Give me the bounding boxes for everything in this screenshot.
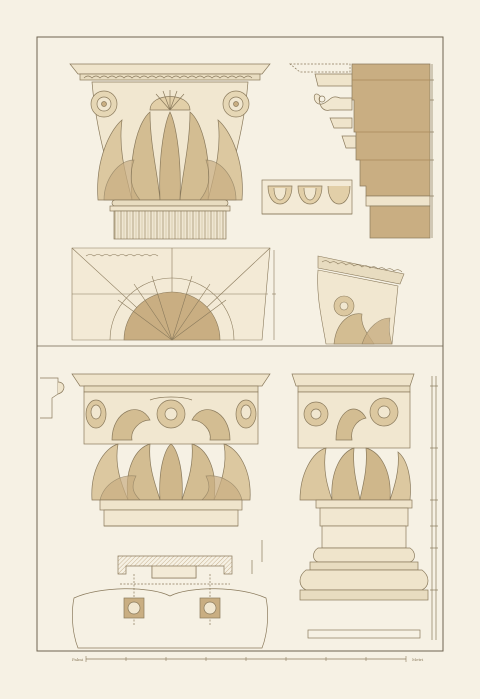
composite-capital [40,373,271,527]
column-plan [72,540,268,649]
capital-and-base-elevation [291,373,438,640]
egg-and-dart-detail [261,179,353,215]
scale-bar: Palmi Metri [72,656,424,662]
corinthian-capital [69,63,271,240]
capital-corner-fragment [317,255,405,345]
plate-frame [36,36,444,652]
scale-bar-left-label: Palmi [72,657,84,662]
soffit-plan [71,247,276,341]
entablature-profile [289,63,434,239]
scale-bar-right-label: Metri [412,657,424,662]
